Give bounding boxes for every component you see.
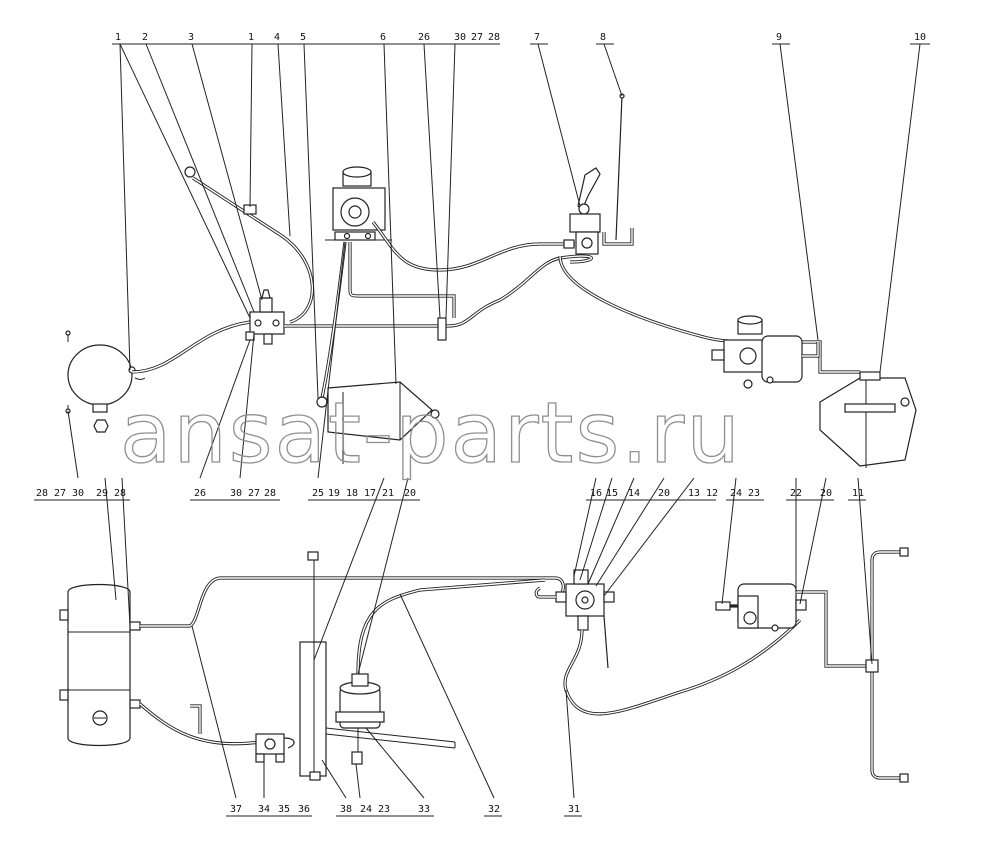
callout-label: 3 bbox=[188, 32, 194, 43]
callout-label: 19 bbox=[328, 488, 340, 499]
unloader-valve bbox=[245, 289, 285, 345]
callout-label: 6 bbox=[380, 32, 386, 43]
callout-label: 1 bbox=[115, 32, 121, 43]
callout-label: 9 bbox=[776, 32, 782, 43]
callout-label: 1 bbox=[248, 32, 254, 43]
brake-chamber-middle bbox=[316, 381, 440, 464]
pipes-lower-tank bbox=[138, 576, 565, 746]
brake-valve-pedal bbox=[563, 93, 634, 255]
callout-underlines bbox=[34, 43, 930, 817]
callouts-bottom: 37 34 35 36 38 24 23 33 32 31 bbox=[230, 804, 580, 815]
callout-label: 22 bbox=[790, 488, 802, 499]
callout-label: 31 bbox=[568, 804, 580, 815]
callout-label: 25 bbox=[312, 488, 324, 499]
callout-label: 20 bbox=[820, 488, 832, 499]
callout-label: 38 bbox=[340, 804, 352, 815]
callout-label: 27 bbox=[54, 488, 66, 499]
callout-label: 35 bbox=[278, 804, 290, 815]
callout-label: 5 bbox=[300, 32, 306, 43]
callout-label: 24 bbox=[730, 488, 742, 499]
callout-label: 30 bbox=[454, 32, 466, 43]
callout-label: 14 bbox=[628, 488, 640, 499]
drain-valve-lower bbox=[255, 733, 295, 763]
brake-booster-upper bbox=[711, 315, 820, 389]
callout-label: 16 bbox=[590, 488, 602, 499]
pipe-tee-right bbox=[865, 547, 909, 783]
callout-label: 24 bbox=[360, 804, 372, 815]
callout-label: 20 bbox=[658, 488, 670, 499]
callout-label: 7 bbox=[534, 32, 540, 43]
callout-label: 28 bbox=[488, 32, 500, 43]
callout-label: 15 bbox=[606, 488, 618, 499]
callout-label: 30 bbox=[72, 488, 84, 499]
callout-label: 12 bbox=[706, 488, 718, 499]
callout-label: 2 bbox=[142, 32, 148, 43]
callout-label: 32 bbox=[488, 804, 500, 815]
callout-label: 36 bbox=[298, 804, 310, 815]
callout-label: 13 bbox=[688, 488, 700, 499]
air-compressor bbox=[325, 166, 392, 241]
callout-label: 23 bbox=[378, 804, 390, 815]
callouts-top: 1 2 3 1 4 5 6 26 30 27 28 7 8 9 10 bbox=[115, 32, 926, 43]
pipe-tank-to-valve bbox=[131, 320, 251, 374]
air-tank-lower bbox=[59, 583, 141, 747]
callout-label: 8 bbox=[600, 32, 606, 43]
callout-label: 28 bbox=[264, 488, 276, 499]
callout-label: 26 bbox=[418, 32, 430, 43]
callout-label: 34 bbox=[258, 804, 270, 815]
air-filter-regulator bbox=[335, 578, 546, 765]
callout-label: 29 bbox=[96, 488, 108, 499]
brake-booster-lower bbox=[715, 583, 870, 668]
callout-label: 4 bbox=[274, 32, 280, 43]
callout-label: 28 bbox=[114, 488, 126, 499]
leader-lines bbox=[67, 43, 921, 799]
air-tank-upper bbox=[65, 330, 146, 433]
callout-label: 17 bbox=[364, 488, 376, 499]
pipe-main-upper bbox=[284, 254, 593, 328]
relay-valve-lower bbox=[534, 569, 615, 669]
callout-label: 18 bbox=[346, 488, 358, 499]
callout-label: 20 bbox=[404, 488, 416, 499]
watermark-text: ansat-parts.ru bbox=[120, 384, 742, 482]
callout-label: 23 bbox=[748, 488, 760, 499]
callouts-middle: 28 27 30 29 28 26 30 27 28 25 19 18 17 2… bbox=[36, 488, 864, 499]
callout-label: 21 bbox=[382, 488, 394, 499]
callout-label: 33 bbox=[418, 804, 430, 815]
callout-label: 27 bbox=[248, 488, 260, 499]
mounting-bracket bbox=[299, 551, 456, 781]
brake-chamber-right bbox=[819, 371, 917, 468]
callout-label: 37 bbox=[230, 804, 242, 815]
pipe-compressor-line bbox=[184, 166, 314, 324]
callout-label: 10 bbox=[914, 32, 926, 43]
callout-label: 11 bbox=[852, 488, 864, 499]
callout-label: 27 bbox=[471, 32, 483, 43]
callout-label: 30 bbox=[230, 488, 242, 499]
callout-label: 28 bbox=[36, 488, 48, 499]
callout-label: 26 bbox=[194, 488, 206, 499]
pipe-relay-to-booster bbox=[563, 618, 802, 716]
